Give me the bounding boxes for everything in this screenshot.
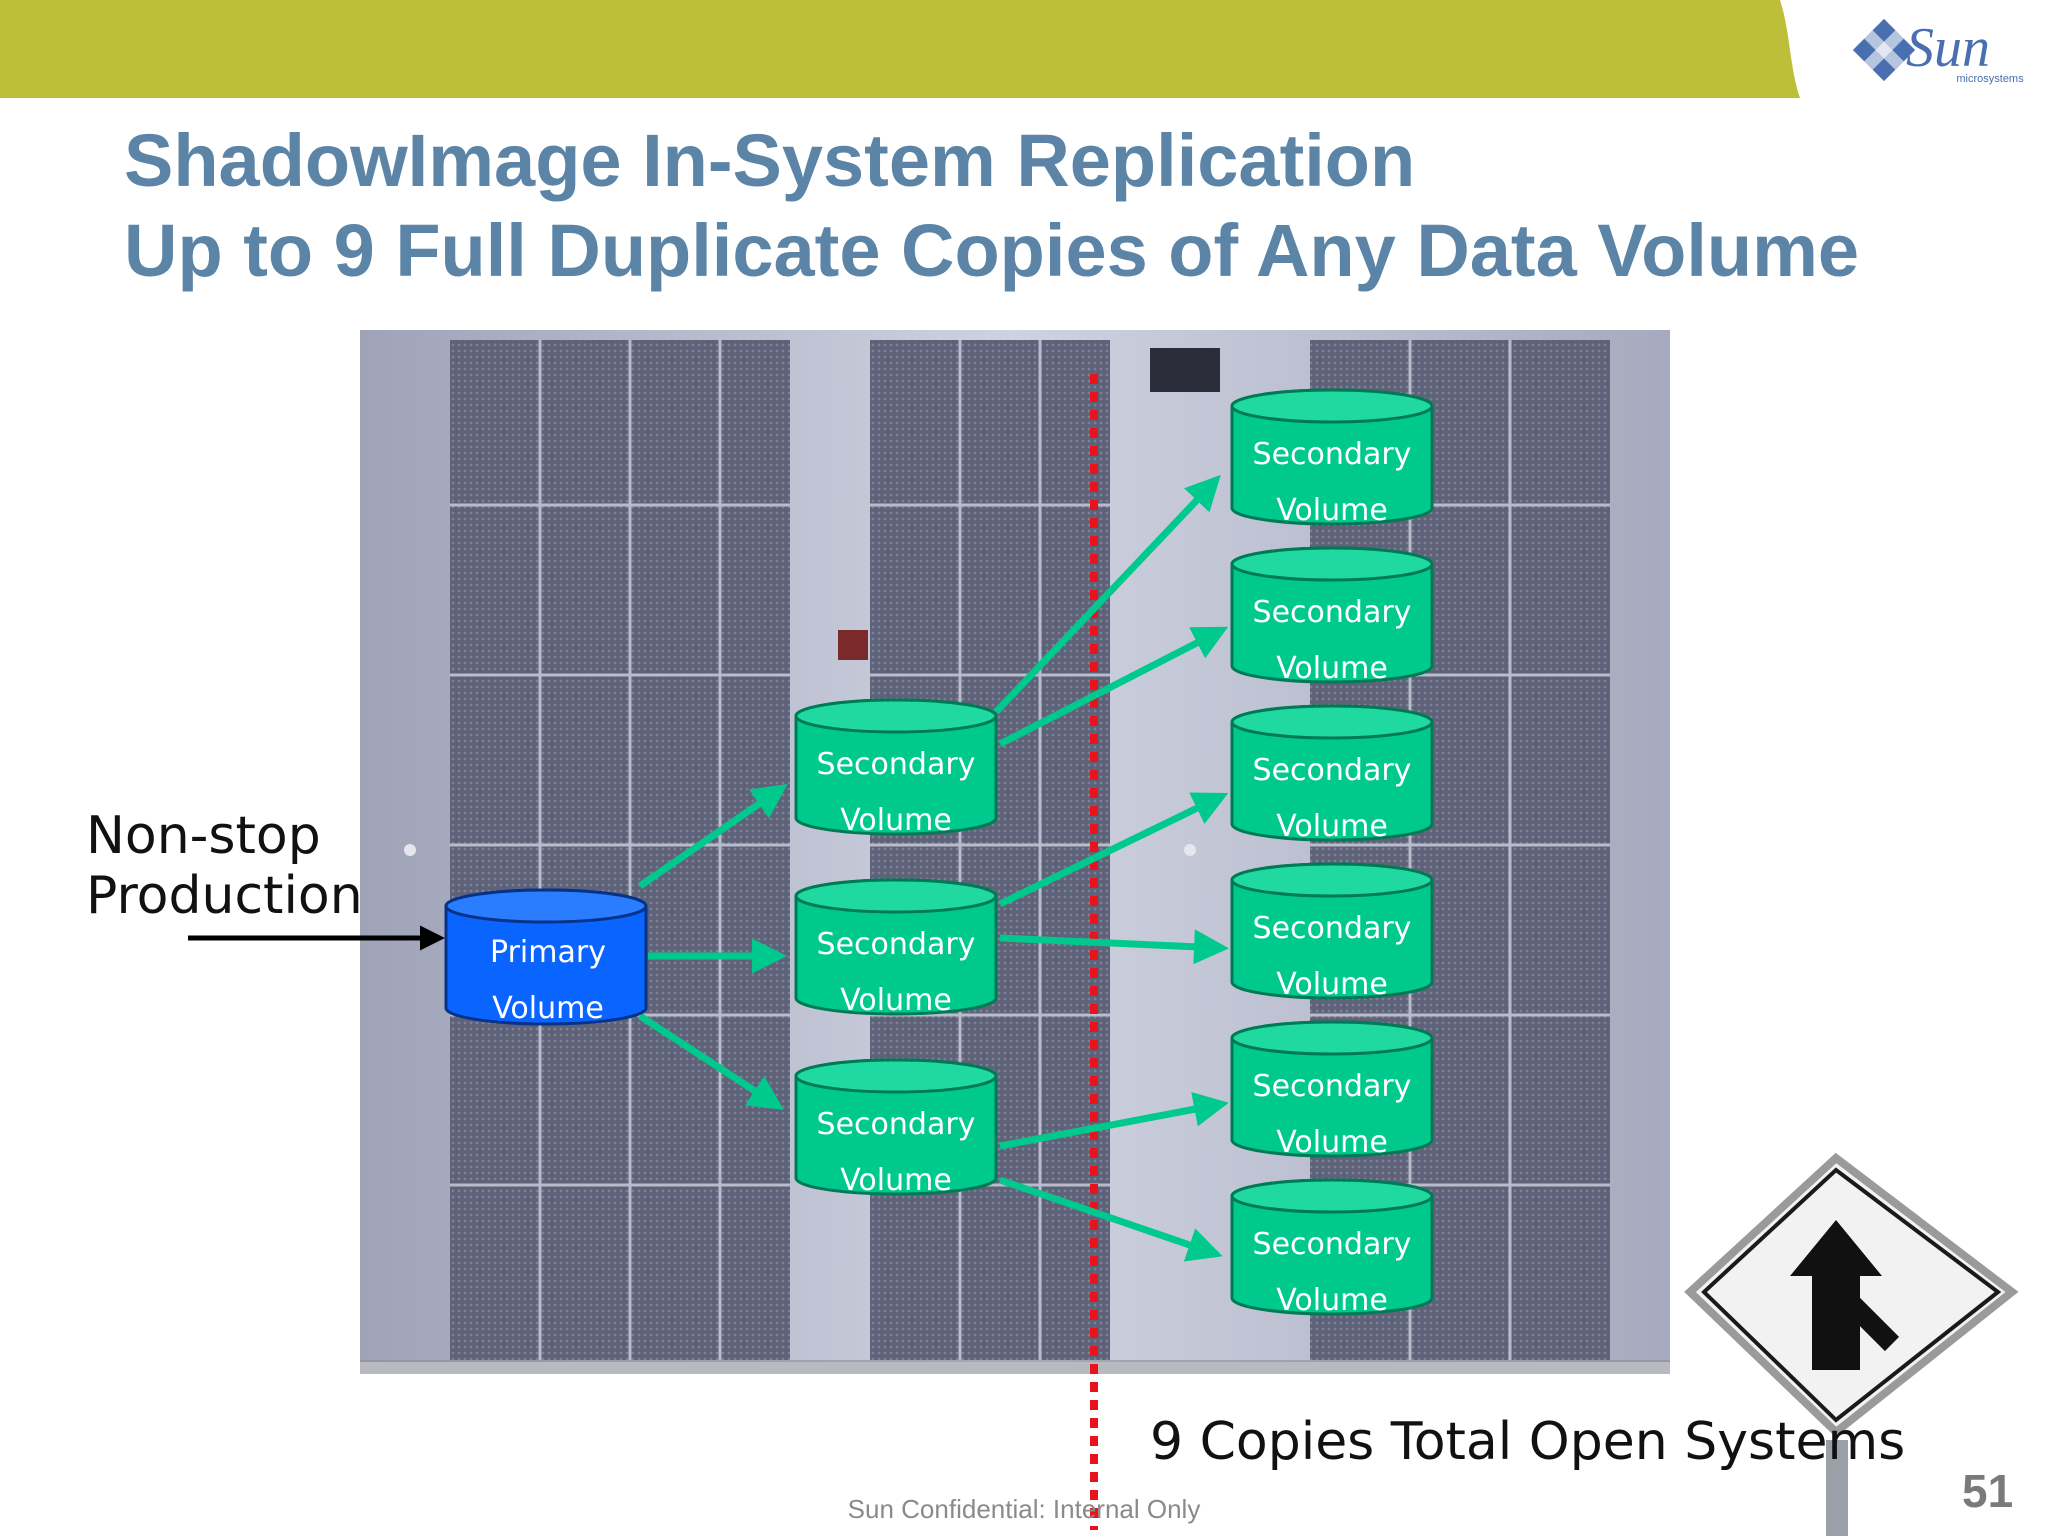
secondary-volume-label-line2: Volume	[1276, 967, 1388, 1002]
secondary-volume-label-line2: Volume	[840, 983, 952, 1018]
secondary-volume: Secondary Volume	[1230, 704, 1434, 844]
merge-sign-icon	[1684, 1152, 2019, 1536]
primary-volume: Primary Volume	[444, 888, 648, 1026]
sun-logo-subtext: microsystems	[1956, 73, 2024, 85]
replication-arrow	[998, 626, 1229, 748]
total-copies-label: 9 Copies Total Open Systems	[1150, 1412, 1906, 1472]
secondary-volume: Secondary Volume	[1230, 862, 1434, 1002]
replication-arrow	[998, 1176, 1223, 1262]
secondary-volume-label-line1: Secondary	[1253, 1069, 1412, 1104]
secondary-volume-label-line2: Volume	[1276, 651, 1388, 686]
replication-arrow	[999, 1092, 1229, 1150]
secondary-volume: Secondary Volume	[1230, 1178, 1434, 1318]
secondary-volume-label-line2: Volume	[1276, 1283, 1388, 1318]
secondary-volume-label-line1: Secondary	[1253, 911, 1412, 946]
secondary-volume-label-line1: Secondary	[1253, 595, 1412, 630]
replication-arrow	[993, 474, 1221, 715]
secondary-volume-label-line1: Secondary	[817, 927, 976, 962]
secondary-volume-label-line2: Volume	[1276, 1125, 1388, 1160]
top-banner	[0, 0, 1800, 98]
storage-cabinet-image	[360, 330, 1670, 1374]
production-label: Production	[86, 866, 363, 926]
secondary-volume-label-line1: Secondary	[1253, 437, 1412, 472]
secondary-volume: Secondary Volume	[794, 878, 998, 1018]
secondary-volume: Secondary Volume	[1230, 388, 1434, 528]
secondary-volume-label-line2: Volume	[1276, 493, 1388, 528]
replication-arrow	[999, 929, 1229, 965]
secondary-volume: Secondary Volume	[1230, 546, 1434, 686]
slide-title-line2: Up to 9 Full Duplicate Copies of Any Dat…	[124, 209, 1860, 292]
replication-arrow	[998, 792, 1229, 908]
secondary-volume-label-line1: Secondary	[817, 1107, 976, 1142]
secondary-volume-label-line1: Secondary	[1253, 753, 1412, 788]
replication-arrow	[638, 784, 788, 889]
secondary-volume: Secondary Volume	[794, 1058, 998, 1198]
primary-volume-label-line1: Primary	[490, 935, 606, 970]
secondary-volume: Secondary Volume	[794, 698, 998, 838]
confidential-footer: Sun Confidential: Internal Only	[847, 1494, 1201, 1524]
replication-arrow	[638, 1013, 784, 1110]
secondary-volume-label-line2: Volume	[840, 803, 952, 838]
primary-volume-label-line2: Volume	[492, 991, 604, 1026]
non-stop-label: Non-stop	[86, 806, 321, 866]
secondary-volume: Secondary Volume	[1230, 1020, 1434, 1160]
secondary-volume-label-line1: Secondary	[1253, 1227, 1412, 1262]
secondary-volume-label-line2: Volume	[840, 1163, 952, 1198]
secondary-volume-label-line1: Secondary	[817, 747, 976, 782]
slide-title-line1: ShadowImage In-System Replication	[124, 119, 1416, 202]
secondary-volume-label-line2: Volume	[1276, 809, 1388, 844]
page-number: 51	[1962, 1465, 2014, 1517]
sun-logo-text: Sun	[1906, 17, 1990, 79]
sun-logo: Sun microsystems	[1852, 17, 2024, 85]
